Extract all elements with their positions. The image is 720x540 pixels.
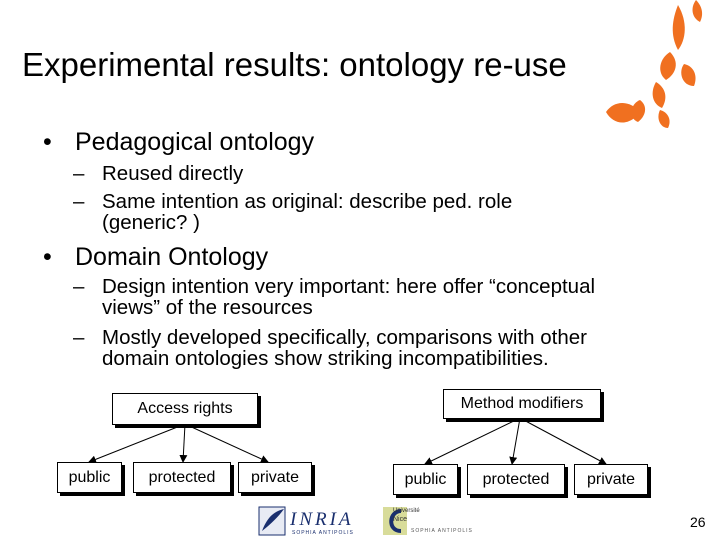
subitem-line: Same intention as original: describe ped… [102,190,513,213]
dash-marker: – [73,275,85,298]
unice-subtitle: SOPHIA ANTIPOLIS [411,528,473,534]
subitem-line-continuation: domain ontologies show striking incompat… [102,347,549,370]
inria-emblem-icon [258,506,286,536]
subitem-line: Mostly developed specifically, compariso… [102,326,588,349]
left-public-box: public [57,462,122,493]
inria-logo: INRIA SOPHIA ANTIPOLIS [258,505,366,537]
bullet-label: Domain Ontology [75,243,269,271]
page-number: 26 [690,514,706,530]
inria-wordmark: INRIA [290,509,354,530]
right-protected-box: protected [467,464,565,495]
bullet-dot: • [43,243,52,271]
inria-subtitle: SOPHIA ANTIPOLIS [292,530,354,536]
right-private-box: private [574,464,648,495]
right-public-box: public [393,464,458,495]
left-protected-box: protected [133,462,231,493]
subitem-line-continuation: views” of the resources [102,296,313,319]
method-modifiers-box: Method modifiers [443,389,601,419]
dash-marker: – [73,162,85,185]
bullet-domain-ontology: • Domain Ontology [43,243,268,272]
orange-leaves-decoration [606,0,703,128]
left-private-box: private [238,462,312,493]
subitem-reused-directly: –Reused directly [73,163,243,184]
unice-emblem-icon [383,507,407,535]
access-rights-box: Access rights [112,393,258,425]
slide-title: Experimental results: ontology re-use [22,46,567,83]
dash-marker: – [73,190,85,213]
subitem-design-intention: –Design intention very important: here o… [73,276,595,318]
subitem-mostly-developed: –Mostly developed specifically, comparis… [73,327,587,369]
subitem-line-continuation: (generic? ) [102,211,200,234]
unice-top-text: Université [393,508,420,514]
subitem-line: Reused directly [102,162,244,185]
dash-marker: – [73,326,85,349]
subitem-line: Design intention very important: here of… [102,275,596,298]
bullet-label: Pedagogical ontology [75,128,315,156]
bullet-pedagogical-ontology: • Pedagogical ontology [43,128,314,157]
subitem-same-intention: –Same intention as original: describe pe… [73,191,512,233]
unice-mid-text: Nice [393,516,408,523]
unice-logo: Université Nice SOPHIA ANTIPOLIS [381,505,473,537]
bullet-dot: • [43,128,52,156]
